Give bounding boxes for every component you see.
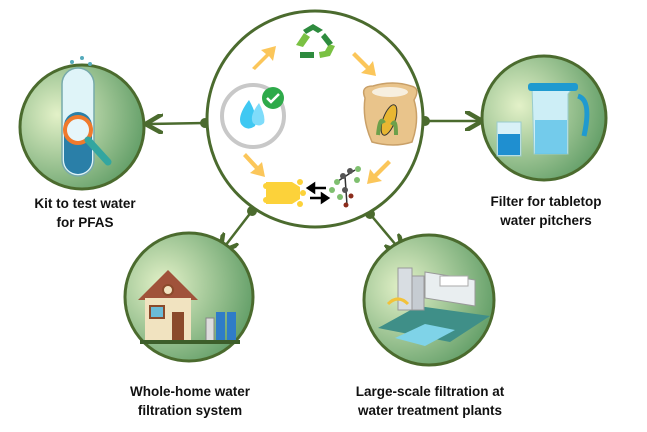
molecule-icon <box>329 166 361 208</box>
node-label-whole-home: Whole-home water filtration system <box>90 382 290 420</box>
label-line: Filter for tabletop <box>490 194 602 209</box>
connector-left <box>148 118 210 128</box>
water-drop-check-icon <box>220 83 286 149</box>
test-kit-node <box>18 56 146 191</box>
connector-bottom-left <box>222 206 257 250</box>
label-line: Kit to test water <box>34 196 136 211</box>
test-tube-magnifier-icon <box>61 56 112 177</box>
label-line: Whole-home water <box>129 384 250 399</box>
exchange-arrows-icon <box>305 181 331 205</box>
node-label-test-kit: Kit to test water for PFAS <box>0 194 185 232</box>
label-line: for PFAS <box>56 215 114 230</box>
label-line: filtration system <box>137 403 243 418</box>
treatment-plant-node <box>362 233 496 367</box>
recycle-icon <box>296 24 335 58</box>
cycle-arrows <box>243 46 391 184</box>
node-label-treatment-plant: Large-scale filtration at water treatmen… <box>330 382 530 420</box>
label-line: Large-scale filtration at <box>355 384 505 399</box>
center-cycle <box>205 9 425 229</box>
connector-right <box>420 116 480 126</box>
treatment-plant-icon <box>378 267 490 346</box>
label-line: water treatment plants <box>357 403 503 418</box>
whole-home-node <box>123 231 255 363</box>
house-filtration-icon <box>138 270 240 344</box>
corn-sack-icon <box>362 82 418 146</box>
filter-cartridge-icon <box>263 179 306 207</box>
label-line: water pitchers <box>500 213 592 228</box>
node-label-pitcher: Filter for tabletop water pitchers <box>446 192 646 230</box>
water-pitcher-icon <box>496 83 590 157</box>
pitcher-node <box>480 54 608 182</box>
